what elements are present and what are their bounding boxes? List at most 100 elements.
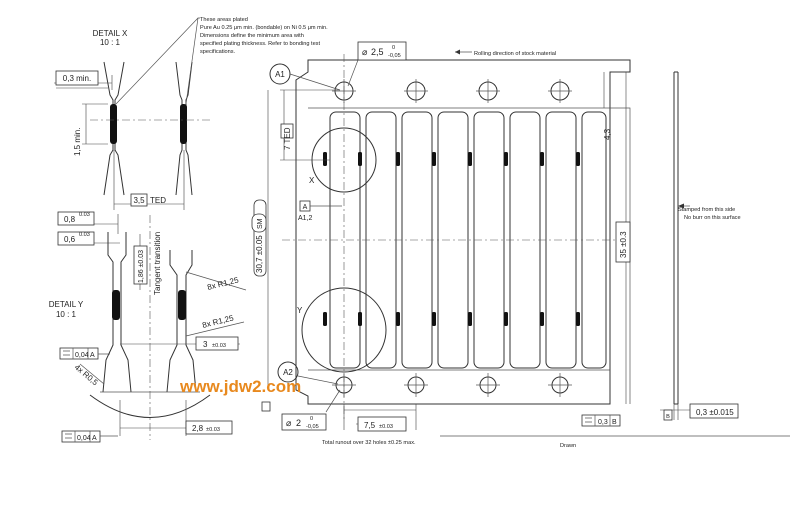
detail-x-dim-ted-box [130, 193, 148, 207]
thickness-box-label: B [666, 414, 670, 420]
plating-mark [576, 152, 580, 166]
thickness-box-b [663, 409, 673, 421]
flat-main-symbol [585, 415, 611, 426]
datum-a2-circle [277, 361, 299, 383]
pilot-hole-crosses [332, 79, 572, 397]
flat-main-box [581, 414, 621, 427]
plating-mark [358, 152, 362, 166]
title-block-edge: Drawn [440, 435, 790, 449]
dim-75-tol: ±0.03 [379, 424, 393, 430]
hole-bottom-leader [325, 389, 341, 413]
sm-label: SM [257, 218, 264, 229]
dim-7-ted-box [280, 123, 294, 139]
hole-top-tol-upper: 0 [392, 45, 395, 51]
stamped-arrow-head [678, 203, 684, 209]
detail-x-leader [115, 17, 200, 105]
hole-top-tol-lower: -0,05 [388, 53, 401, 59]
datum-a2: A2 [283, 368, 293, 377]
stamped-note-line-1: Stamped from this side [678, 207, 735, 213]
hole-bottom-tol-upper: 0 [310, 416, 313, 422]
runout-note: Total runout over 32 holes ±0.25 max. [322, 440, 416, 446]
plating-mark [468, 152, 472, 166]
detail-y-dim-3-box [195, 336, 239, 351]
datum-a1: A1 [275, 70, 285, 79]
dim-43-lines [603, 71, 628, 108]
detail-y-bottom-arc [89, 394, 211, 418]
detail-y-flat2-box [61, 430, 101, 443]
plating-mark [504, 152, 508, 166]
detail-y-dim-3-tol: ±0.03 [212, 343, 226, 349]
detail-x-dim-ted-value: 3,5 [133, 196, 145, 205]
label-x: X [309, 176, 315, 185]
plating-note-line-3: Dimensions define the minimum area with [200, 33, 304, 39]
detail-x-dim-height: 1,5 min. [73, 128, 82, 156]
pilot-holes [332, 79, 572, 397]
dim-75: 7,5 [364, 421, 376, 430]
detail-y-flat2: 0,04 [77, 435, 91, 442]
label-y: Y [297, 306, 303, 315]
detail-y-radius2: 8x R1,25 [201, 313, 235, 330]
dim-75-lines [343, 404, 417, 430]
plating-mark [432, 152, 436, 166]
plating-note-line-1: These areas plated [200, 17, 248, 23]
hole-top-leader [347, 59, 359, 87]
detail-y-dim-08-box [57, 211, 95, 226]
datum-a-box-label: A [303, 204, 308, 211]
watermark: www.jdw2.com [179, 377, 301, 396]
rolling-arrow-head [455, 49, 460, 55]
hole-bottom-symbol: ⌀ [286, 418, 292, 428]
thickness-value: 0,3 ±0.015 [696, 408, 734, 417]
detail-y-radius3-leader [79, 363, 105, 385]
datum-a2-leader [297, 375, 339, 385]
detail-y-dim-06-tol: 0.03 [79, 232, 90, 238]
detail-x-plating-right [180, 104, 187, 144]
detail-y-dim-186: 1,86 ±0.03 [138, 250, 145, 283]
detail-x-plating-left [110, 104, 117, 144]
detail-y-plating-right [178, 290, 186, 320]
side-view: Stamped from this side No burr on this s… [660, 71, 741, 421]
plating-note-line-2: Pure Au 0.25 μm min. (bondable) on Ni 0.… [200, 25, 328, 31]
detail-y-dim-28-tol: ±0.03 [206, 427, 220, 433]
detail-y-lead-right [166, 250, 197, 393]
detail-y-flat1-symbol [63, 348, 110, 359]
strip-right-edge [610, 107, 631, 404]
detail-y-flat2-ref: A [92, 435, 97, 442]
detail-y-dim-3: 3 [203, 340, 208, 349]
detail-x: DETAIL X 10 : 1 0,3 min. 1,5 min. 3,5 TE… [54, 17, 210, 210]
detail-y-dim-186-box [133, 245, 148, 285]
plating-note: These areas plated Pure Au 0.25 μm min. … [200, 17, 328, 55]
thickness-value-box [689, 403, 739, 419]
detail-x-dim-ted-suffix: TED [150, 196, 166, 205]
dim-75-box [357, 416, 407, 432]
detail-y-flat1-box [59, 347, 99, 360]
strip-outline [295, 59, 631, 405]
detail-y-radius1: 8x R1,25 [206, 275, 240, 292]
dim-43: 4,3 [603, 128, 612, 140]
plating-mark [323, 312, 327, 326]
plating-mark [576, 312, 580, 326]
detail-y-scale: 10 : 1 [56, 310, 77, 319]
hole-top-symbol: ⌀ [362, 47, 368, 57]
main-view: Rolling direction of stock material [251, 41, 631, 446]
stamped-note-line-2: No burr on this surface [684, 215, 741, 221]
hole-bottom-tol-lower: -0,05 [306, 424, 319, 430]
detail-y-tangent: Tangent transition [153, 232, 162, 295]
plating-mark [540, 152, 544, 166]
detail-x-scale: 10 : 1 [100, 38, 121, 47]
dim-7-ted: 7 TED [283, 127, 292, 150]
detail-y-dim-08: 0,8 [64, 215, 76, 224]
datum-marker-left [261, 401, 271, 412]
detail-y-radius3: 4x R0,5 [73, 363, 100, 388]
strip-rails [308, 107, 610, 371]
plating-mark [504, 312, 508, 326]
detail-y: DETAIL Y 10 : 1 0,8 0.03 0,6 0.03 1,86 ±… [49, 211, 247, 443]
plating-marks [323, 152, 580, 326]
plating-mark [540, 312, 544, 326]
plating-note-line-5: specifications. [200, 49, 236, 55]
detail-y-flat2-symbol [65, 431, 118, 442]
detail-x-dim-height-lines [82, 103, 108, 145]
plating-mark [396, 152, 400, 166]
side-view-strip [673, 71, 679, 405]
plating-mark [396, 312, 400, 326]
